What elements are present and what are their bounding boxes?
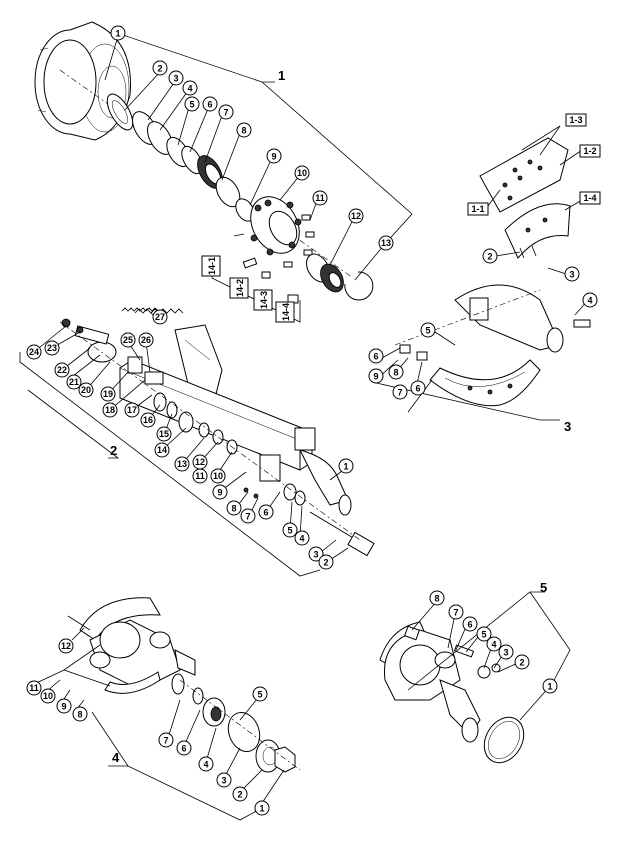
svg-text:10: 10 [213, 471, 223, 481]
svg-text:4: 4 [203, 760, 208, 770]
svg-text:6: 6 [467, 620, 472, 630]
svg-text:9: 9 [271, 152, 276, 162]
svg-text:2: 2 [323, 558, 328, 568]
svg-text:20: 20 [81, 385, 91, 395]
svg-text:2: 2 [487, 252, 492, 262]
svg-text:2: 2 [237, 790, 242, 800]
svg-text:1: 1 [343, 462, 348, 472]
svg-text:14-3: 14-3 [259, 291, 269, 309]
assembly-5-drawing [379, 621, 525, 764]
svg-text:2: 2 [519, 658, 524, 668]
svg-text:5: 5 [257, 690, 262, 700]
svg-text:1-2: 1-2 [583, 146, 596, 156]
assembly-2-drawing [59, 307, 375, 557]
svg-text:1: 1 [259, 804, 264, 814]
svg-text:3: 3 [503, 648, 508, 658]
svg-text:8: 8 [77, 710, 82, 720]
svg-text:26: 26 [141, 335, 151, 345]
svg-text:12: 12 [195, 457, 205, 467]
svg-text:6: 6 [263, 508, 268, 518]
svg-text:5: 5 [540, 580, 547, 595]
assembly-2-callouts: 27 25 26 24 23 22 21 20 19 18 17 16 15 1… [26, 309, 354, 570]
svg-text:11: 11 [315, 193, 325, 203]
svg-text:18: 18 [105, 405, 115, 415]
svg-text:3: 3 [221, 776, 226, 786]
svg-text:9: 9 [373, 372, 378, 382]
svg-text:4: 4 [587, 296, 592, 306]
assembly-4-callouts: 12 11 10 9 8 7 6 4 3 2 1 5 4 [26, 638, 270, 816]
svg-text:22: 22 [57, 365, 67, 375]
svg-text:7: 7 [397, 388, 402, 398]
svg-text:8: 8 [393, 368, 398, 378]
svg-text:2: 2 [110, 443, 117, 458]
svg-text:9: 9 [61, 702, 66, 712]
svg-text:6: 6 [207, 100, 212, 110]
assembly-1-callouts: 1 2 3 4 5 6 7 8 9 10 11 12 13 14-1 14-2 … [110, 25, 394, 323]
svg-text:13: 13 [177, 459, 187, 469]
svg-text:3: 3 [313, 550, 318, 560]
svg-text:7: 7 [245, 512, 250, 522]
svg-text:1-1: 1-1 [471, 204, 484, 214]
svg-text:6: 6 [415, 384, 420, 394]
svg-text:13: 13 [381, 238, 391, 248]
svg-text:10: 10 [43, 691, 53, 701]
svg-text:4: 4 [112, 750, 120, 765]
svg-text:5: 5 [287, 526, 292, 536]
svg-text:8: 8 [231, 504, 236, 514]
svg-text:27: 27 [155, 312, 165, 322]
assembly-3-callouts: 1-3 1-2 1-1 1-4 2 3 4 5 6 9 8 7 6 3 [368, 113, 601, 434]
svg-text:8: 8 [241, 126, 246, 136]
svg-text:21: 21 [69, 377, 79, 387]
svg-text:12: 12 [351, 211, 361, 221]
svg-text:6: 6 [181, 744, 186, 754]
svg-text:5: 5 [425, 326, 430, 336]
svg-text:3: 3 [173, 74, 178, 84]
assembly-5-callouts: 8 7 6 5 4 3 2 1 5 [429, 580, 558, 694]
svg-text:15: 15 [159, 429, 169, 439]
svg-text:16: 16 [143, 415, 153, 425]
svg-text:9: 9 [217, 488, 222, 498]
svg-text:23: 23 [47, 343, 57, 353]
svg-text:12: 12 [61, 641, 71, 651]
svg-text:11: 11 [195, 471, 205, 481]
svg-text:4: 4 [491, 640, 496, 650]
svg-text:19: 19 [103, 389, 113, 399]
svg-text:5: 5 [189, 100, 194, 110]
svg-text:3: 3 [564, 419, 571, 434]
svg-text:25: 25 [123, 335, 133, 345]
svg-text:1: 1 [547, 682, 552, 692]
svg-text:8: 8 [434, 594, 439, 604]
assembly-3-drawing [394, 137, 591, 407]
svg-text:17: 17 [127, 405, 137, 415]
svg-text:1-3: 1-3 [569, 115, 582, 125]
svg-text:14-2: 14-2 [235, 279, 245, 297]
svg-text:14-4: 14-4 [281, 303, 291, 321]
svg-text:5: 5 [481, 630, 486, 640]
svg-text:4: 4 [299, 534, 304, 544]
svg-text:1-4: 1-4 [583, 193, 596, 203]
svg-text:7: 7 [453, 608, 458, 618]
svg-text:3: 3 [569, 270, 574, 280]
assembly-1-drawing [34, 21, 374, 314]
svg-text:6: 6 [373, 352, 378, 362]
svg-text:14: 14 [157, 445, 167, 455]
svg-text:7: 7 [223, 108, 228, 118]
svg-text:14-1: 14-1 [207, 257, 217, 275]
svg-text:10: 10 [297, 168, 307, 178]
svg-text:7: 7 [163, 736, 168, 746]
svg-text:24: 24 [29, 347, 39, 357]
assembly-4-drawing [67, 597, 301, 773]
svg-text:1: 1 [278, 68, 285, 83]
svg-text:11: 11 [29, 683, 39, 693]
svg-text:4: 4 [187, 84, 192, 94]
svg-text:1: 1 [115, 29, 120, 39]
svg-text:2: 2 [157, 64, 162, 74]
